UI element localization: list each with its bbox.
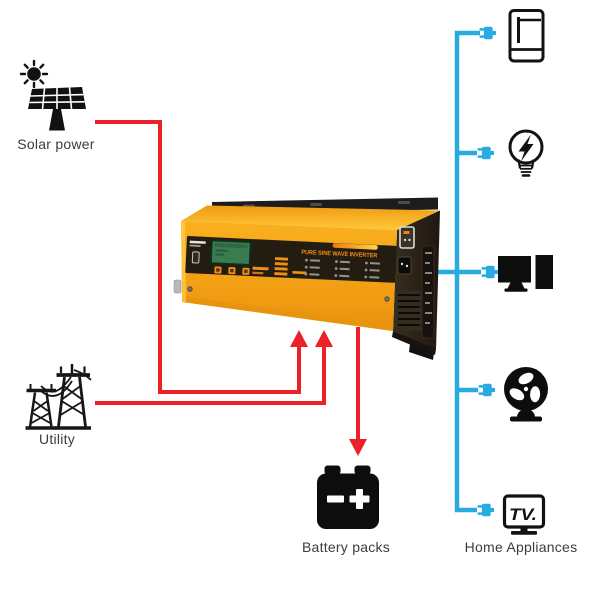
inverter-indicator-cluster xyxy=(252,257,307,276)
inverter-mount-tab xyxy=(173,279,182,294)
home-appliances-label: Home Appliances xyxy=(464,539,578,555)
battery-arrowhead xyxy=(349,439,367,456)
battery-icon xyxy=(317,465,379,529)
inverter-terminal-strip xyxy=(421,245,435,339)
inverter-vent-grille xyxy=(397,291,421,331)
inverter-power-switch xyxy=(191,251,200,264)
inverter-left-bevel xyxy=(181,221,186,302)
inverter-socket xyxy=(397,256,412,275)
inverter-foot xyxy=(409,344,434,360)
plug-icon xyxy=(481,265,498,279)
plug-icon xyxy=(478,383,495,397)
ac-lines xyxy=(430,30,481,513)
utility-arrowhead xyxy=(315,330,333,347)
solar-arrowhead xyxy=(290,330,308,347)
solar-input-line xyxy=(95,120,301,394)
light-bulb-icon xyxy=(508,129,544,177)
inverter-brand-mark xyxy=(189,240,206,247)
inverter-side-details xyxy=(392,226,436,360)
battery-packs-label: Battery packs xyxy=(301,539,391,555)
plug-icon xyxy=(477,146,494,160)
tv-icon: TV. xyxy=(502,494,546,535)
inverter-lcd-display xyxy=(209,239,252,267)
inverter-load-icon-grid xyxy=(304,258,380,279)
inverter-screw xyxy=(384,296,390,302)
fan-icon xyxy=(504,367,548,422)
solar-power-label: Solar power xyxy=(17,136,95,152)
desktop-computer-icon xyxy=(498,255,553,292)
utility-input-line xyxy=(95,345,326,405)
inverter-top-face xyxy=(181,205,440,230)
inverter-control-panel: PURE SINE WAVE INVERTER xyxy=(185,236,397,283)
inverter-device: PURE SINE WAVE INVERTER xyxy=(173,197,440,360)
inverter-bottom-trim xyxy=(182,296,393,331)
dc-lines xyxy=(95,120,367,456)
refrigerator-icon xyxy=(508,9,545,63)
plug-icon xyxy=(477,503,494,517)
inverter-buttons xyxy=(214,266,250,275)
solar-panel-icon xyxy=(28,87,86,131)
inverter-badge-bar xyxy=(332,243,378,250)
inverter-ac-outlet xyxy=(399,226,415,249)
inverter-panel-title: PURE SINE WAVE INVERTER xyxy=(301,249,378,260)
transmission-towers-icon xyxy=(25,364,92,430)
tv-screen-text: TV. xyxy=(509,506,537,524)
inverter-screw xyxy=(187,286,193,292)
utility-label: Utility xyxy=(39,431,75,447)
sun-icon xyxy=(19,59,49,89)
plug-icon xyxy=(479,26,496,40)
